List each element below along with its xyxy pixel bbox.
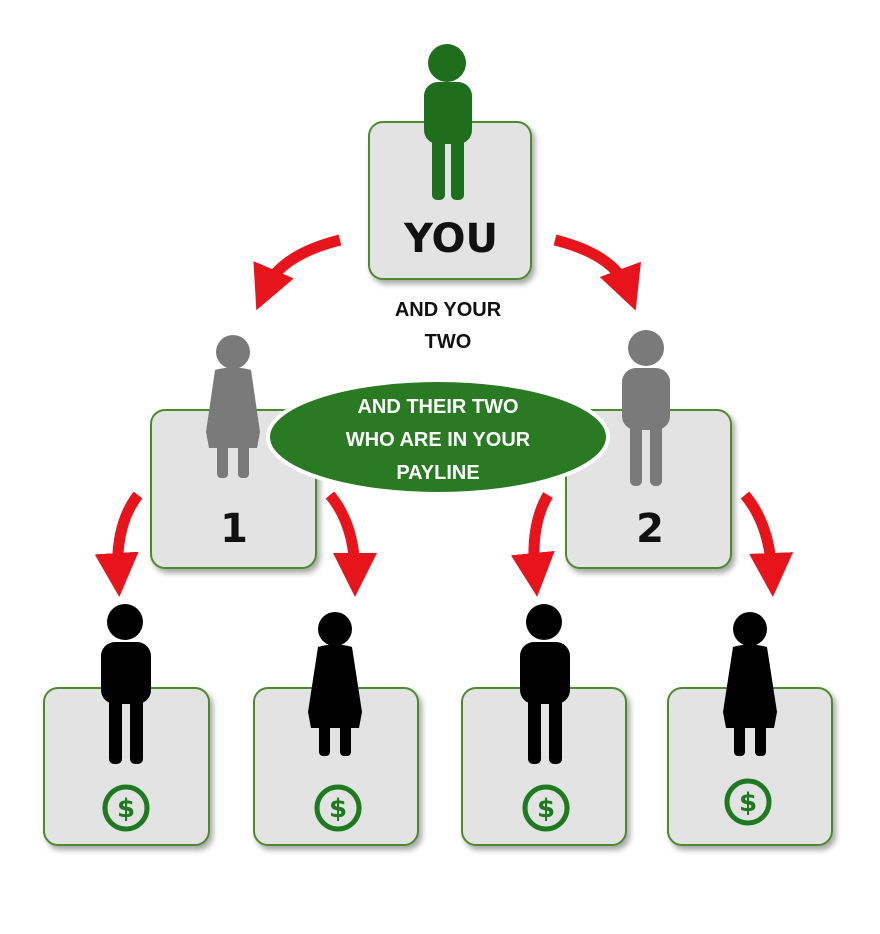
- your-two-line2: TWO: [425, 331, 472, 353]
- payline-node-2: $: [253, 612, 419, 846]
- dollar-badge-1: $: [117, 794, 135, 824]
- dollar-badge-4: $: [739, 788, 757, 818]
- person-female-icon: [308, 612, 362, 756]
- you-label: YOU: [403, 216, 498, 262]
- node-downline-2: 2: [565, 330, 732, 569]
- payline-node-1: $: [43, 604, 210, 846]
- person-icon: [520, 604, 570, 764]
- downline-2-label: 2: [636, 506, 664, 552]
- you-person-icon: [424, 44, 472, 200]
- bubble-ellipse: [266, 378, 610, 496]
- arrow-you-to-1: [253, 234, 342, 311]
- payline-node-3: $: [461, 604, 627, 846]
- payline-node-4: $: [667, 612, 833, 846]
- dollar-badge-3: $: [537, 794, 555, 824]
- arrow-2-to-payline-3: [510, 492, 555, 597]
- downline-1-label: 1: [220, 506, 248, 552]
- person-icon: [622, 330, 670, 486]
- arrow-2-to-payline-4: [740, 491, 794, 597]
- bubble-line2: WHO ARE IN YOUR: [346, 429, 531, 451]
- bubble-line1: AND THEIR TWO: [357, 396, 518, 418]
- node-you: YOU: [368, 44, 532, 280]
- your-two-line1: AND YOUR: [395, 299, 502, 321]
- bubble-line3: PAYLINE: [396, 462, 479, 484]
- arrow-1-to-payline-1: [94, 491, 143, 597]
- dollar-icon: $: [314, 784, 362, 832]
- arrow-you-to-2: [553, 234, 641, 311]
- dollar-icon: $: [522, 784, 570, 832]
- dollar-icon: $: [102, 784, 150, 832]
- person-female-icon: [206, 335, 260, 478]
- person-icon: [101, 604, 151, 764]
- dollar-badge-2: $: [329, 794, 347, 824]
- payline-bubble: AND THEIR TWO WHO ARE IN YOUR PAYLINE: [266, 378, 610, 496]
- arrow-1-to-payline-2: [325, 491, 377, 597]
- dollar-icon: $: [724, 778, 772, 826]
- person-female-icon: [723, 612, 777, 756]
- your-two-caption: AND YOUR TWO: [395, 299, 502, 353]
- arrows: [94, 234, 794, 597]
